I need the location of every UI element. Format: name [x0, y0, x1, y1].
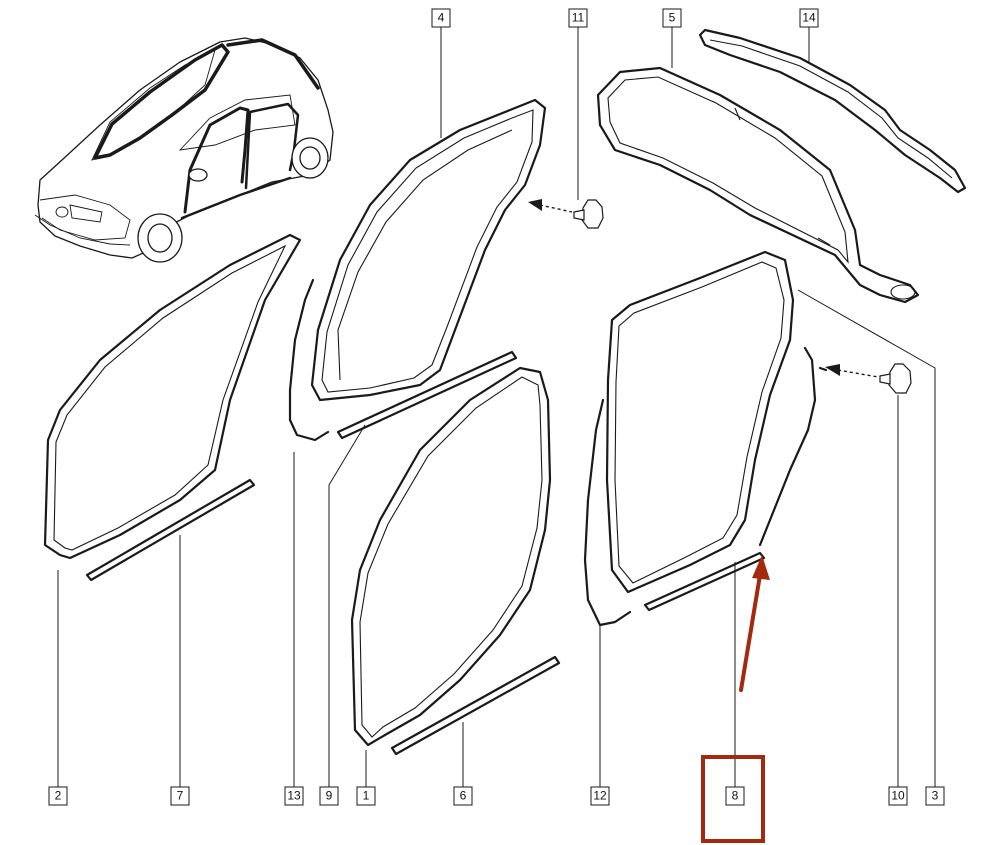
- part-7-front-sill-strip: [85, 478, 256, 582]
- rear-upright-strip: [758, 346, 828, 547]
- svg-text:1: 1: [363, 789, 370, 803]
- svg-text:2: 2: [55, 789, 62, 803]
- svg-text:7: 7: [177, 789, 184, 803]
- label-8: 8: [725, 786, 745, 806]
- svg-text:6: 6: [460, 789, 467, 803]
- clip-10-arrow: [825, 364, 879, 378]
- part-12-rear-vertical-strip: [583, 398, 632, 627]
- svg-text:5: 5: [669, 11, 676, 25]
- label-6: 6: [453, 786, 473, 806]
- part-1-rear-door-seal: [350, 366, 552, 747]
- clip-10: [879, 363, 912, 394]
- car-thumbnail: [34, 37, 334, 263]
- svg-text:3: 3: [932, 789, 939, 803]
- clip-11-arrow: [528, 199, 573, 213]
- part-14-tailgate-window-seal: [698, 28, 967, 194]
- svg-text:12: 12: [593, 789, 607, 803]
- part-9-lower-strip: [336, 350, 518, 440]
- label-13: 13: [284, 786, 304, 806]
- part-6-rear-sill-strip: [390, 655, 561, 756]
- label-1: 1: [356, 786, 376, 806]
- label-5: 5: [662, 8, 682, 28]
- svg-text:10: 10: [891, 789, 905, 803]
- label-3: 3: [925, 786, 945, 806]
- part-8-rear-window-seal: [605, 250, 795, 594]
- label-10: 10: [888, 786, 908, 806]
- part-13-front-vertical-strip: [288, 278, 330, 442]
- label-14: 14: [799, 8, 819, 28]
- label-4: 4: [431, 8, 451, 28]
- part-5-tailgate-seal: [596, 66, 920, 304]
- clip-11: [573, 199, 604, 229]
- label-12: 12: [590, 786, 610, 806]
- svg-text:4: 4: [438, 11, 445, 25]
- label-7: 7: [170, 786, 190, 806]
- label-9: 9: [319, 786, 339, 806]
- leader-lines: [57, 27, 936, 788]
- svg-text:11: 11: [572, 11, 585, 25]
- svg-text:9: 9: [326, 789, 333, 803]
- svg-text:14: 14: [802, 11, 816, 25]
- svg-text:8: 8: [732, 789, 739, 803]
- part-8-lower-strip: [643, 551, 766, 612]
- label-11: 11: [568, 8, 588, 28]
- part-4-front-window-seal: [310, 98, 547, 402]
- highlight-box-label-8: [701, 755, 765, 843]
- svg-text:13: 13: [287, 789, 301, 803]
- highlight-arrow: [739, 555, 770, 692]
- part-2-front-door-seal: [43, 233, 302, 560]
- label-2: 2: [48, 786, 68, 806]
